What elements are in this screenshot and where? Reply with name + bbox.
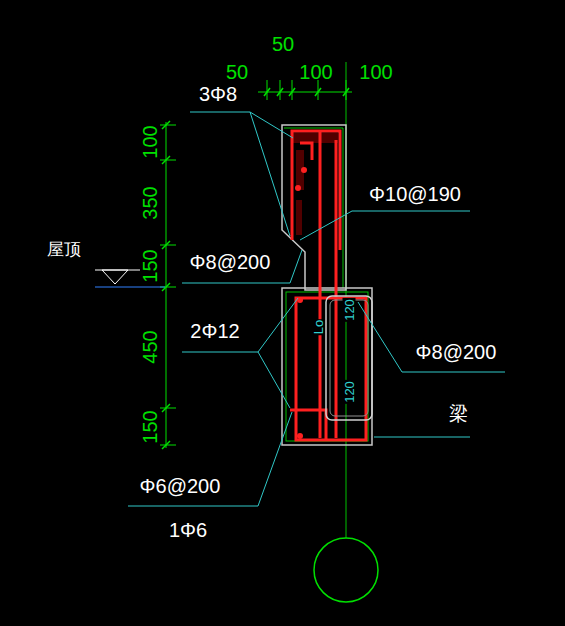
rebar-label: 3Φ8	[199, 84, 237, 104]
dimension: 100	[140, 125, 160, 158]
dimension: 350	[140, 186, 160, 219]
dimension: 120	[343, 380, 356, 404]
rebar-label: Φ8@200	[190, 252, 271, 272]
dimension: 150	[140, 410, 160, 443]
rebar-label: 1Φ6	[169, 520, 207, 540]
dimension: 120	[343, 298, 356, 322]
dimension: 50	[226, 62, 248, 82]
level-label: 屋顶	[47, 241, 81, 258]
rebar-label: Φ10@190	[369, 184, 461, 204]
dimension: 100	[359, 62, 392, 82]
rebar-label: Φ8@200	[416, 342, 497, 362]
length-label: Lo	[312, 319, 325, 335]
dimension: 100	[299, 62, 332, 82]
dimension: 50	[272, 34, 294, 54]
member-label: 梁	[449, 404, 468, 423]
rebar-label: Φ6@200	[140, 476, 221, 496]
dimension: 450	[140, 330, 160, 363]
rebar-label: 2Φ12	[190, 321, 239, 341]
dimension: 150	[140, 249, 160, 282]
